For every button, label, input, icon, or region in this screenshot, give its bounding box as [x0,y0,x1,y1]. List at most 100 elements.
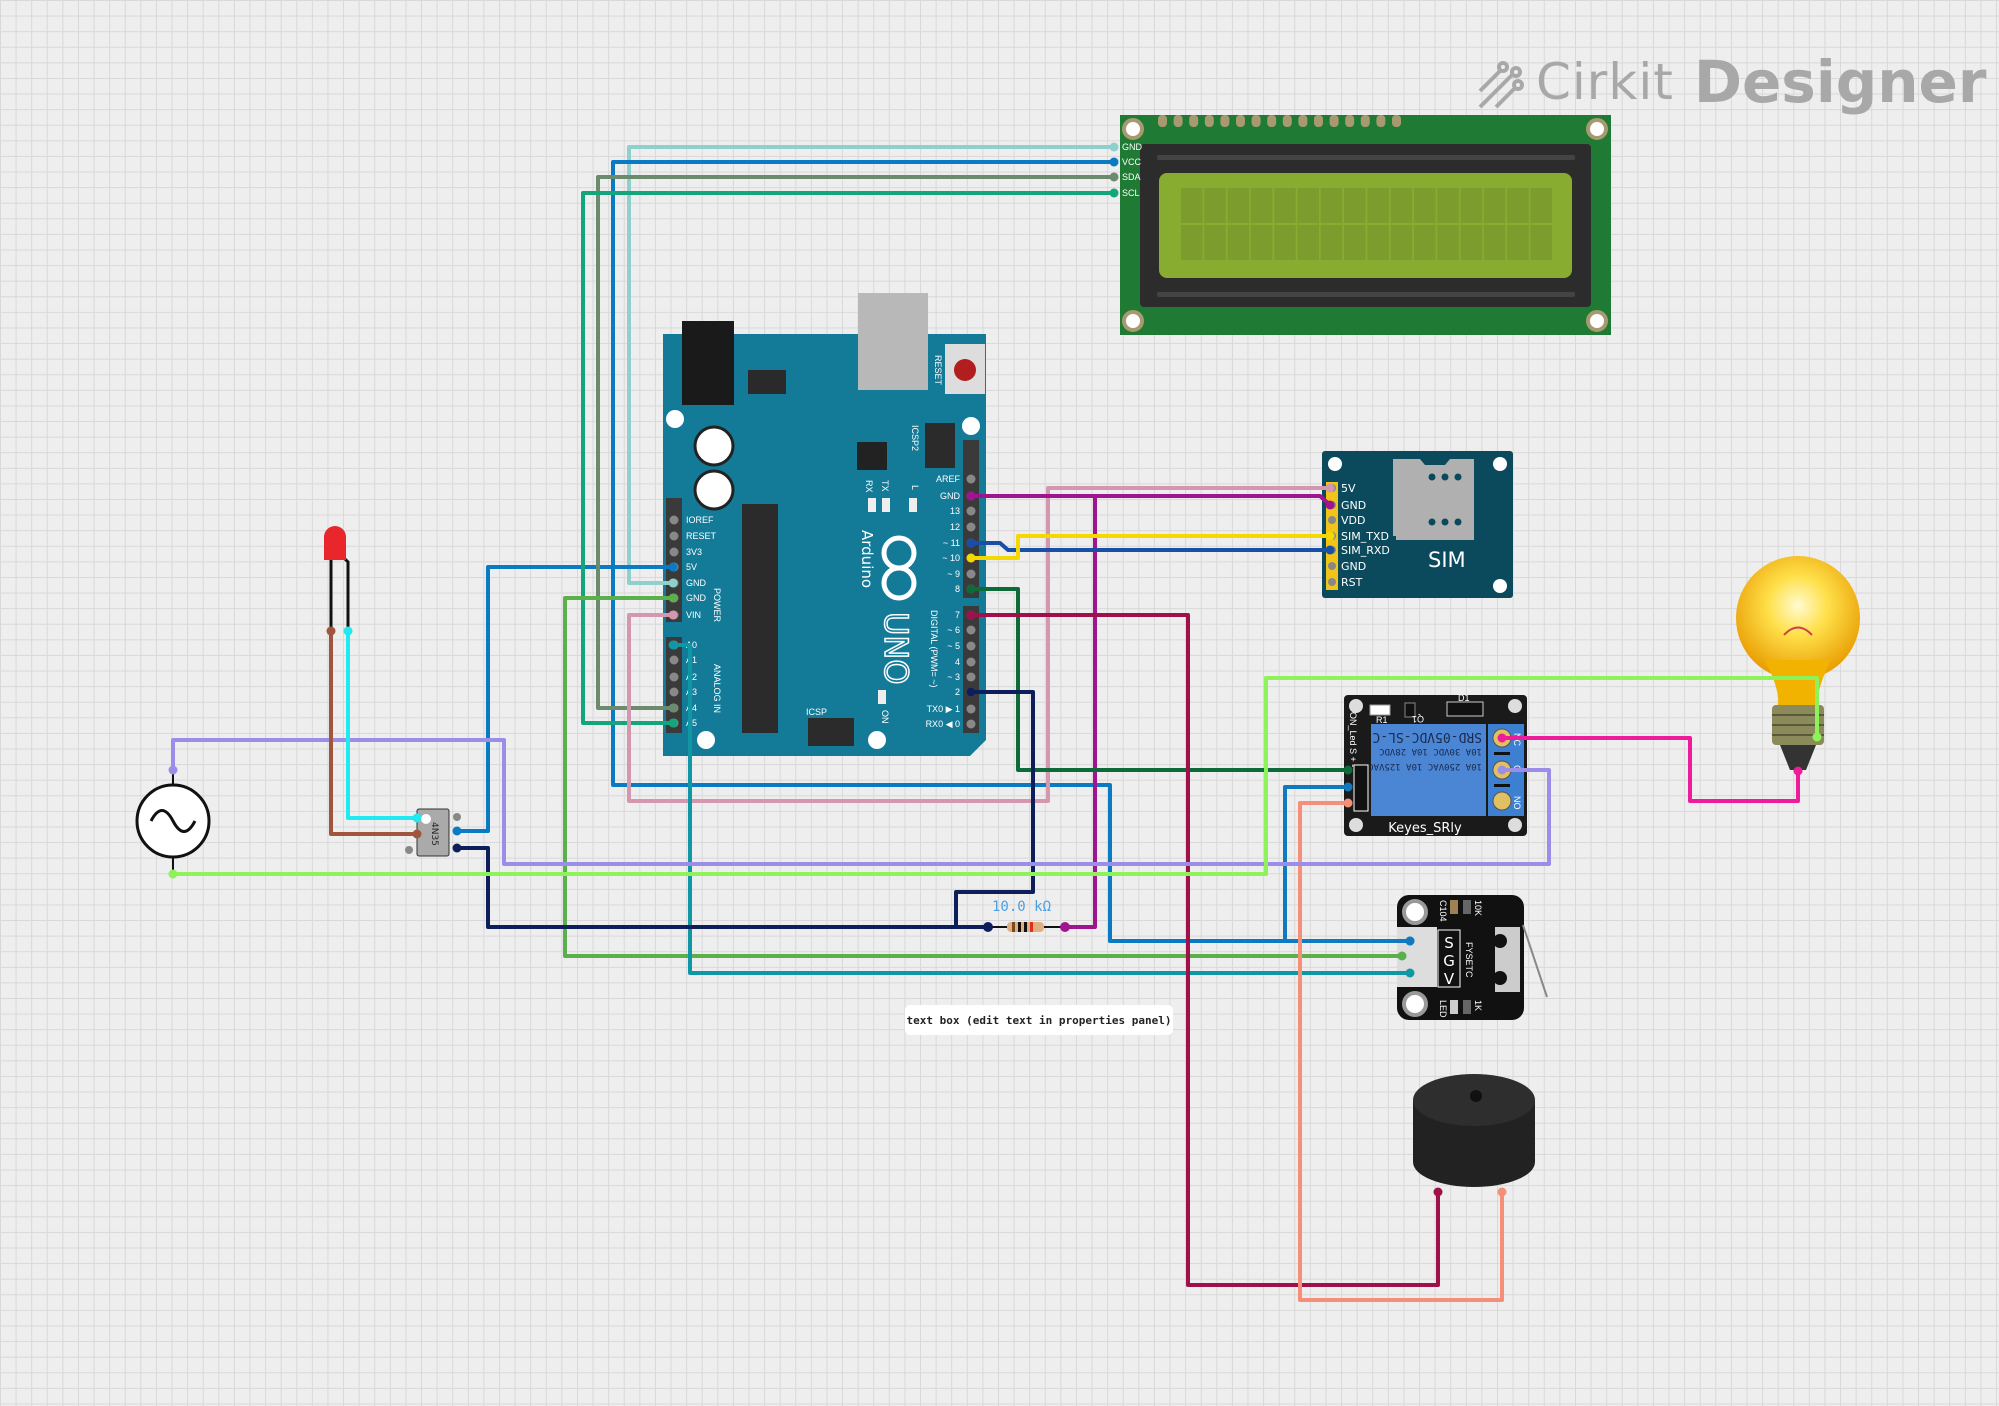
wire-endpoint[interactable] [1109,157,1119,167]
relay-module[interactable]: R1 Q1 D1 SRD-05VDC-SL-C 10A 30VDC 10A 28… [1344,693,1527,836]
arduino-pin[interactable] [966,719,976,729]
wire-a0-switch[interactable] [671,643,1412,975]
wire-endpoint[interactable] [1497,733,1507,743]
arduino-pin[interactable] [966,704,976,714]
switch-lever[interactable] [1522,924,1548,998]
wire-endpoint[interactable] [668,578,678,588]
arduino-pin[interactable] [966,506,976,516]
arduino-pin[interactable] [669,687,679,697]
wire-relay-com-ac[interactable] [171,738,1551,866]
wire-endpoint[interactable] [1109,188,1119,198]
arduino-pin[interactable] [966,641,976,651]
optocoupler-4n35[interactable]: 4N35 [405,808,461,857]
wire-endpoint[interactable] [1433,1187,1443,1197]
wire-d10-sim-txd[interactable] [969,534,1332,560]
wire-gnd-sim[interactable] [969,494,1332,507]
arduino-pin-label: GND [940,491,961,501]
lcd-header-pad [1220,115,1230,127]
wire-led-cyan[interactable] [346,629,419,820]
wire-endpoint[interactable] [1109,172,1119,182]
limit-switch-module[interactable]: S G V FYSETC C104 10K LED 1K [1397,895,1548,1020]
arduino-pin[interactable] [669,515,679,525]
arduino-pin[interactable] [669,672,679,682]
wires[interactable] [168,142,1822,1302]
wire-endpoint[interactable] [966,584,976,594]
lcd-char-cell [1227,225,1250,260]
wire-endpoint[interactable] [1397,951,1407,961]
wire-endpoint[interactable] [452,843,462,853]
wire-endpoint[interactable] [966,491,976,501]
wire-d8-relay[interactable] [969,587,1350,772]
wire-endpoint[interactable] [668,593,678,603]
wire-endpoint[interactable] [1812,732,1822,742]
wire-gnd-switch[interactable] [563,596,1404,958]
arduino-pin[interactable] [966,672,976,682]
relay-r1-label: R1 [1376,715,1388,725]
ac-power-source[interactable] [135,770,211,874]
wire-endpoint[interactable] [1405,936,1415,946]
arduino-pin[interactable] [966,474,976,484]
wire-endpoint[interactable] [1325,545,1335,555]
arduino-pin[interactable] [966,657,976,667]
wire-endpoint[interactable] [168,869,178,879]
arduino-pin[interactable] [966,625,976,635]
text-box[interactable]: text box (edit text in properties panel) [905,1005,1173,1035]
wire-endpoint[interactable] [1793,766,1803,776]
wire-lcd-gnd[interactable] [627,145,1116,585]
arduino-pin[interactable] [966,569,976,579]
arduino-pin[interactable] [966,522,976,532]
wire-5v-optocoupler[interactable] [455,565,675,833]
wire-endpoint[interactable] [1343,765,1353,775]
arduino-pin[interactable] [669,655,679,665]
wire-endpoint[interactable] [326,626,336,636]
sim-pin[interactable] [1328,578,1336,586]
wire-led-brown[interactable] [329,629,419,836]
wire-endpoint[interactable] [668,610,678,620]
wire-ac-bulb[interactable] [171,676,1819,876]
wire-endpoint[interactable] [412,829,422,839]
wire-endpoint[interactable] [966,538,976,548]
wire-vin-sim-5v[interactable] [627,486,1332,803]
wire-relay-gnd[interactable] [1298,801,1504,1302]
wire-endpoint[interactable] [668,640,678,650]
wire-endpoint[interactable] [966,553,976,563]
wire-lcd-vcc[interactable] [611,160,1412,943]
resistor[interactable] [983,922,1070,932]
wire-endpoint[interactable] [1325,500,1335,510]
wire-endpoint[interactable] [1497,1187,1507,1197]
arduino-pin[interactable] [669,531,679,541]
buzzer[interactable] [1413,1074,1535,1187]
wire-endpoint[interactable] [668,718,678,728]
arduino-pin-label: RESET [686,531,717,541]
wire-endpoint[interactable] [1325,483,1335,493]
wire-relay-nc-bulb[interactable] [1500,736,1800,803]
wire-endpoint[interactable] [1325,531,1335,541]
wire-lcd-sda[interactable] [596,175,1116,710]
sim-pin[interactable] [1328,562,1336,570]
wire-endpoint[interactable] [1497,765,1507,775]
wire-endpoint[interactable] [452,826,462,836]
wire-d11-sim-rxd[interactable] [969,541,1332,552]
wire-d7-buzzer[interactable] [969,613,1440,1287]
wire-endpoint[interactable] [1343,798,1353,808]
wire-endpoint[interactable] [343,626,353,636]
wire-endpoint[interactable] [168,765,178,775]
arduino-uno[interactable]: RESET ICSP2 ICSP TX RX L ON Arduino UNO … [663,293,986,756]
wire-endpoint[interactable] [412,813,422,823]
wire-endpoint[interactable] [1343,782,1353,792]
wire-endpoint[interactable] [966,687,976,697]
wire-endpoint[interactable] [966,610,976,620]
reset-button[interactable] [954,359,976,381]
arduino-pin[interactable] [669,547,679,557]
red-led[interactable] [324,526,350,631]
light-bulb[interactable] [1736,556,1860,770]
wire-endpoint[interactable] [668,562,678,572]
wire-endpoint[interactable] [1109,142,1119,152]
lcd-display[interactable]: GND VCC SDA SCL [1120,115,1611,335]
sim-pin[interactable] [1328,516,1336,524]
wire-endpoint[interactable] [1405,968,1415,978]
wire-endpoint[interactable] [668,703,678,713]
wire-resistor-optocoupler[interactable] [455,846,990,929]
